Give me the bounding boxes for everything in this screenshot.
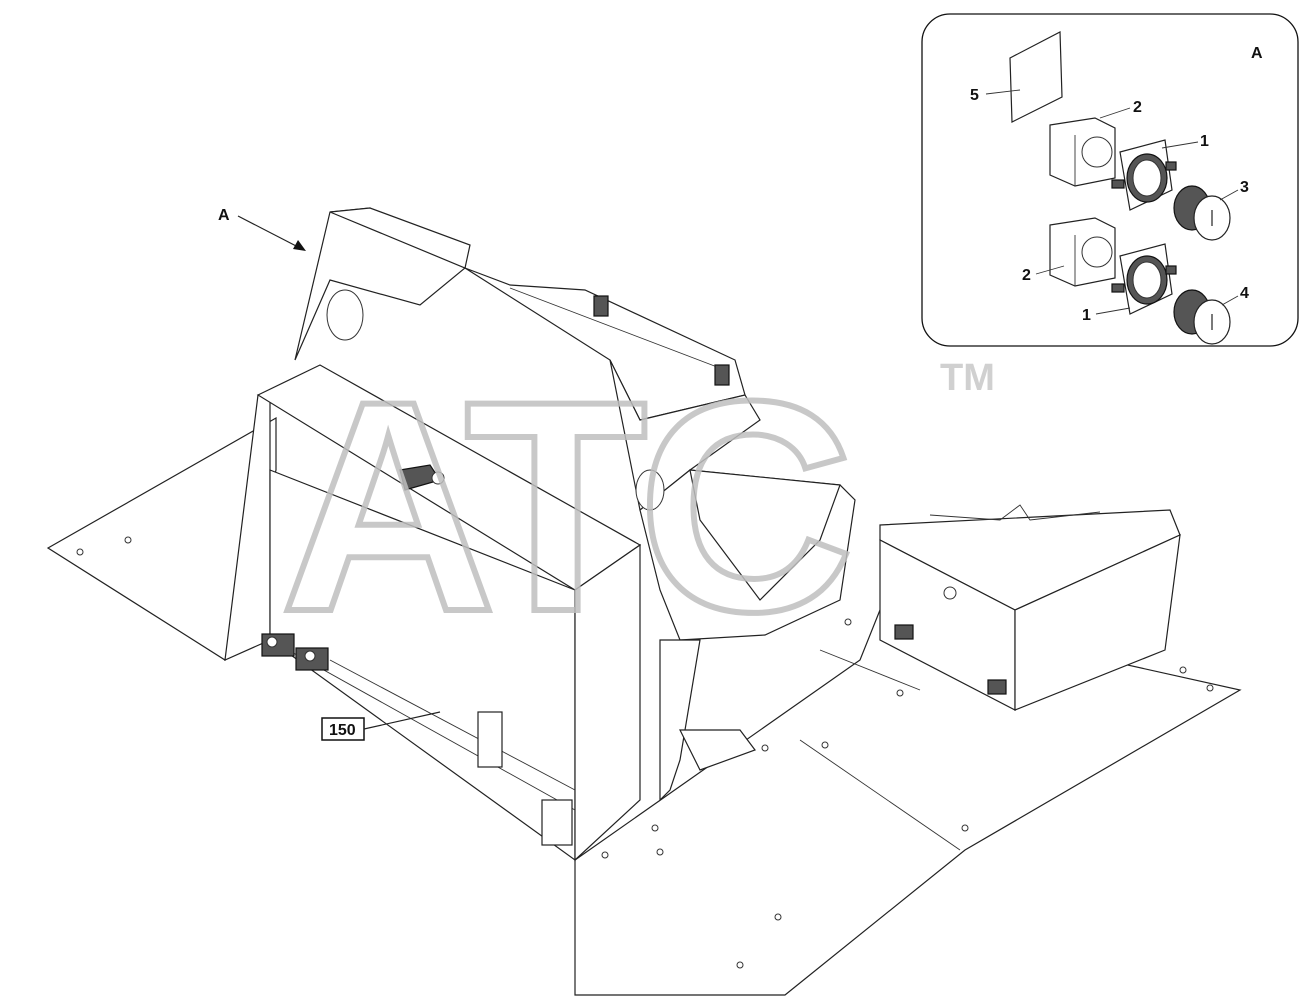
callout-2-upper: 2 bbox=[1133, 99, 1142, 116]
part-3-push-button: 3 bbox=[1173, 179, 1249, 241]
battery-box bbox=[879, 504, 1181, 711]
part-5-decal: 5 bbox=[970, 31, 1063, 123]
watermark: ATC TM bbox=[277, 335, 995, 677]
base-plate-left bbox=[46, 416, 277, 661]
base-plate-right bbox=[574, 609, 1242, 996]
bracket-clips bbox=[261, 633, 329, 671]
assembly-callout-150: 150 bbox=[321, 711, 441, 741]
detail-view-label: A bbox=[1251, 45, 1263, 62]
view-arrow-a: A bbox=[218, 207, 306, 251]
callout-3: 3 bbox=[1240, 179, 1249, 196]
assembly-number: 150 bbox=[329, 722, 356, 739]
watermark-logo: ATC bbox=[280, 338, 849, 674]
part-1-contact-block-lower: 1 bbox=[1082, 243, 1177, 324]
callout-2-lower: 2 bbox=[1022, 267, 1031, 284]
callout-1-lower: 1 bbox=[1082, 307, 1091, 324]
part-1-contact-block-upper: 1 bbox=[1111, 133, 1209, 211]
detail-view-a: A 5 2 1 3 bbox=[921, 13, 1299, 347]
watermark-trademark: TM bbox=[940, 357, 995, 399]
main-frame bbox=[224, 207, 856, 862]
part-4-push-button: 4 bbox=[1173, 285, 1249, 345]
callout-5: 5 bbox=[970, 87, 979, 104]
callout-1-upper: 1 bbox=[1200, 133, 1209, 150]
callout-4: 4 bbox=[1240, 285, 1249, 302]
view-arrow-label: A bbox=[218, 207, 230, 224]
part-2-switch-body-lower: 2 bbox=[1022, 217, 1116, 287]
part-2-switch-body-upper: 2 bbox=[1049, 99, 1142, 187]
